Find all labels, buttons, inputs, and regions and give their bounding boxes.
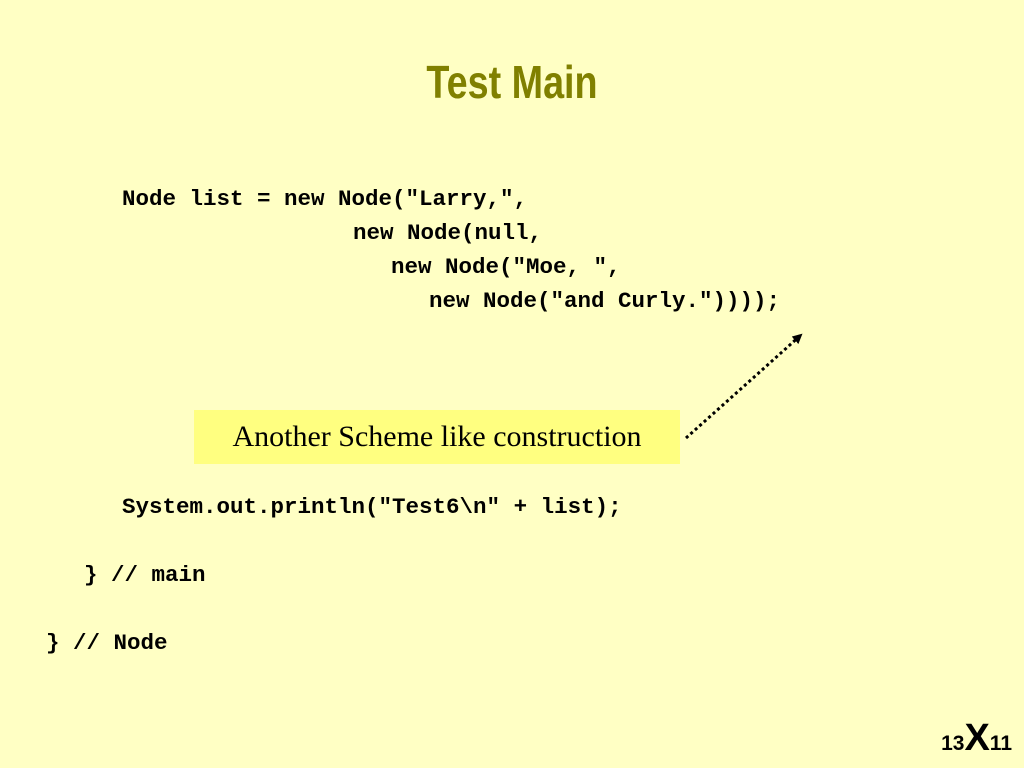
code-line-7: } // Node <box>46 630 168 656</box>
code-line-5: System.out.println("Test6\n" + list); <box>122 494 622 520</box>
code-line-4: new Node("and Curly.")))); <box>429 288 781 314</box>
code-line-6: } // main <box>84 562 206 588</box>
slide-number-prefix: 13 <box>941 732 965 755</box>
callout-box: Another Scheme like construction <box>194 410 680 464</box>
slide-number-mark: X <box>964 717 990 759</box>
slide-number-suffix: 11 <box>989 732 1012 755</box>
code-line-2: new Node(null, <box>353 220 543 246</box>
callout-text: Another Scheme like construction <box>232 420 642 453</box>
code-line-1: Node list = new Node("Larry,", <box>122 186 528 212</box>
code-line-3: new Node("Moe, ", <box>391 254 621 280</box>
slide-number: 13X11 <box>941 717 1012 760</box>
slide-title: Test Main <box>426 56 598 108</box>
